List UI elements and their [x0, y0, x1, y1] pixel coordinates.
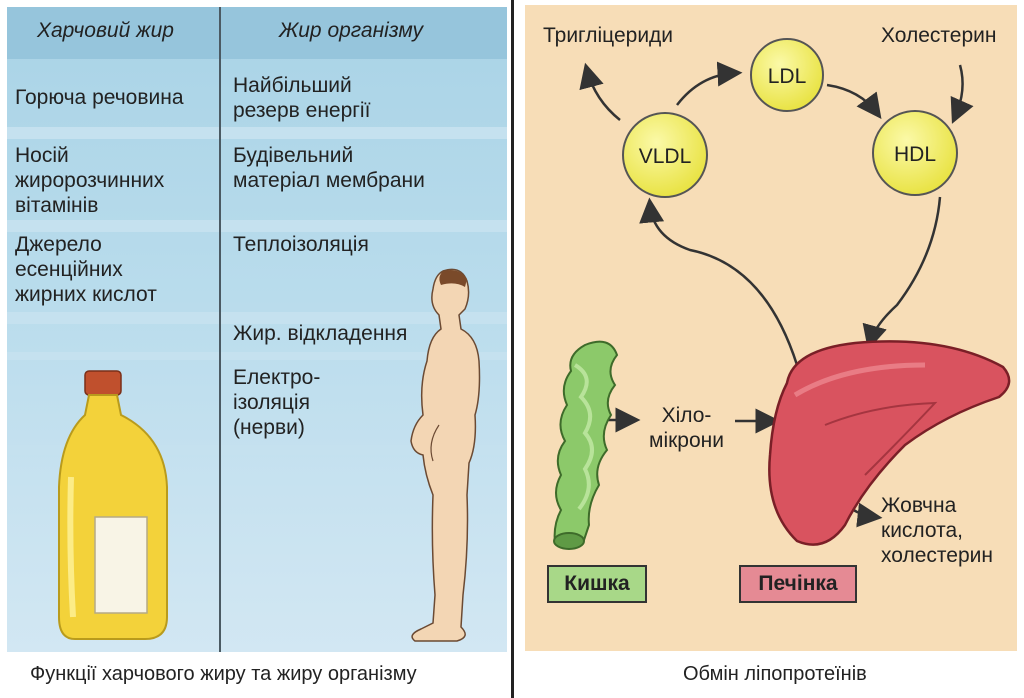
- lipoprotein-diagram: LDL VLDL HDL Тригліцериди Холестерин Хіл…: [525, 5, 1017, 651]
- body-fat-function: Теплоізоляція: [233, 233, 369, 256]
- hdl-node: HDL: [872, 110, 958, 196]
- bile-acid-label: Жовчна кислота, холестерин: [881, 494, 993, 567]
- food-fat-function: Горюча речовина: [15, 86, 184, 109]
- right-panel: LDL VLDL HDL Тригліцериди Холестерин Хіл…: [515, 0, 1024, 698]
- table-band: [7, 352, 507, 360]
- panel-divider: [511, 0, 514, 698]
- body-fat-function: Електро- ізоляція (нерви): [233, 366, 321, 439]
- arrow-vldl-to-triglycerides: [579, 62, 621, 121]
- diagram-graphics: LDL VLDL HDL: [553, 38, 1011, 550]
- arrow-ldl-to-hdl: [826, 83, 882, 120]
- table-band: [7, 127, 507, 139]
- header-body-fat: Жир організму: [279, 19, 424, 42]
- arrow-cholesterol-to-hdl: [950, 64, 974, 124]
- intestine-tag: Кишка: [547, 565, 647, 603]
- svg-text:HDL: HDL: [894, 143, 936, 166]
- table-band: [7, 445, 507, 455]
- left-caption: Функції харчового жиру та жиру організму: [30, 663, 417, 685]
- ldl-node: LDL: [750, 38, 824, 112]
- arrow-vldl-to-ldl: [676, 61, 743, 106]
- column-divider: [219, 7, 221, 652]
- liver-illustration: [768, 340, 1011, 546]
- svg-text:VLDL: VLDL: [639, 145, 692, 168]
- body-fat-function: Найбільший резерв енергії: [233, 74, 371, 122]
- fat-functions-table: Харчовий жир Жир організму Горюча речови…: [7, 7, 507, 652]
- liver-tag: Печінка: [739, 565, 857, 603]
- body-fat-function: Жир. відкладення: [233, 322, 408, 345]
- cholesterol-label: Холестерин: [881, 24, 997, 47]
- food-fat-function: Носій жиророзчинних вітамінів: [15, 144, 165, 217]
- food-fat-function: Джерело есенційних жирних кислот: [15, 233, 157, 306]
- table-band: [7, 220, 507, 232]
- svg-text:LDL: LDL: [768, 65, 807, 88]
- triglycerides-label: Тригліцериди: [543, 24, 674, 47]
- table-band: [7, 7, 507, 59]
- arrow-hdl-to-liver: [862, 196, 942, 351]
- header-food-fat: Харчовий жир: [37, 19, 174, 42]
- left-panel: Харчовий жир Жир організму Горюча речови…: [7, 7, 507, 685]
- human-body-illustration: [410, 268, 481, 642]
- body-fat-function: Будівельний матеріал мембрани: [233, 144, 425, 192]
- right-caption: Обмін ліпопротеїнів: [683, 663, 867, 685]
- chylomicrons-label: Хіло- мікрони: [649, 404, 724, 452]
- arrow-liver-to-vldl: [639, 197, 799, 366]
- oil-bottle-illustration: [58, 370, 168, 640]
- vldl-node: VLDL: [622, 112, 708, 198]
- table-band: [7, 312, 507, 324]
